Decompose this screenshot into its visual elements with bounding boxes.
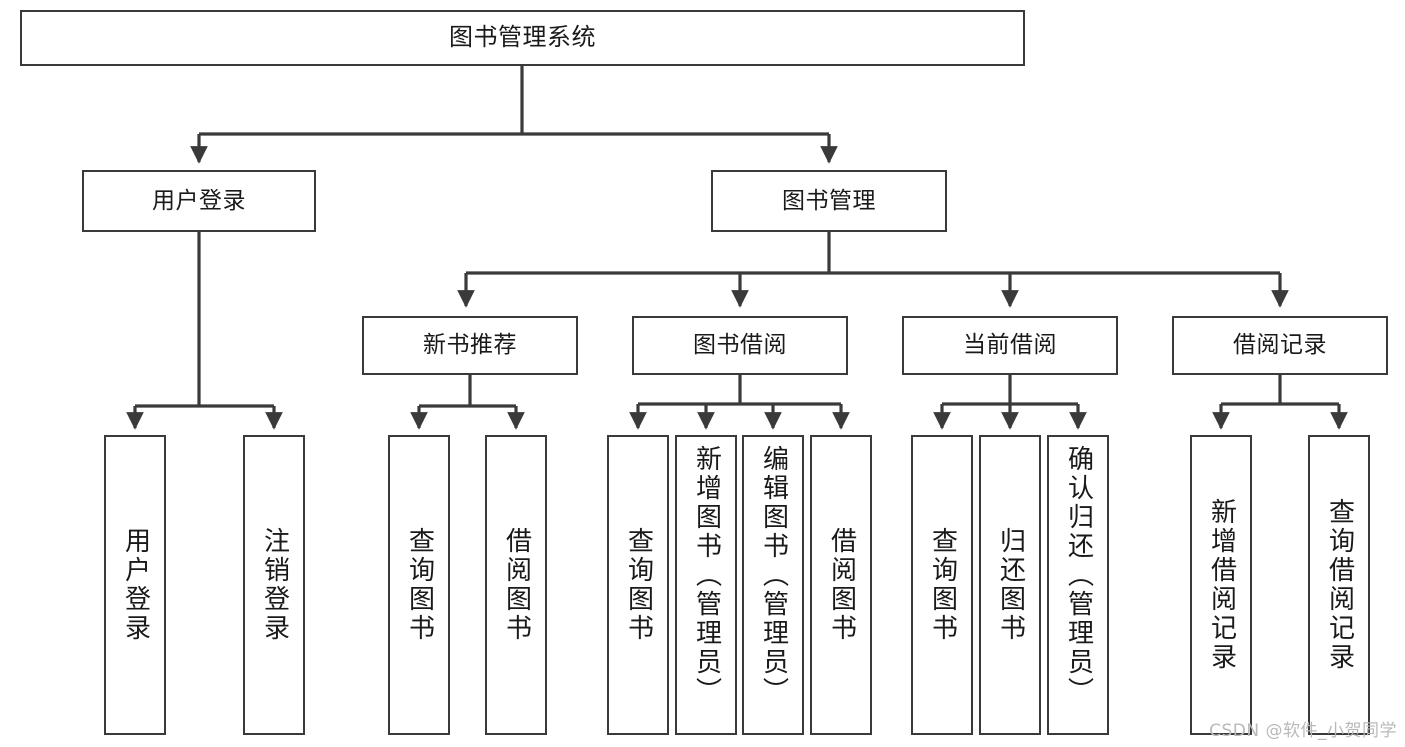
leaf-return-book[interactable]: 归还图书 (979, 435, 1041, 735)
leaf-edit-book[interactable]: 编辑图书（管理员） (742, 435, 804, 735)
leaf-confirm-return[interactable]: 确认归还（管理员） (1047, 435, 1109, 735)
node-borrow-records-label: 借阅记录 (1233, 332, 1327, 359)
node-borrow-records[interactable]: 借阅记录 (1172, 316, 1388, 375)
leaf-return-book-label: 归还图书 (995, 527, 1026, 643)
node-root-label: 图书管理系统 (449, 23, 596, 52)
node-book-management-label: 图书管理 (782, 187, 876, 214)
leaf-query-book-newbook-label: 查询图书 (404, 527, 435, 643)
leaf-add-borrow-record-label: 新增借阅记录 (1206, 498, 1237, 672)
node-current-borrow[interactable]: 当前借阅 (902, 316, 1118, 375)
leaf-query-borrow-record[interactable]: 查询借阅记录 (1308, 435, 1370, 735)
node-current-borrow-label: 当前借阅 (963, 332, 1057, 359)
leaf-borrow-book[interactable]: 借阅图书 (810, 435, 872, 735)
leaf-add-book-label: 新增图书（管理员） (691, 445, 722, 706)
leaf-logout[interactable]: 注销登录 (243, 435, 305, 735)
leaf-add-book[interactable]: 新增图书（管理员） (675, 435, 737, 735)
leaf-borrow-book-newbook-label: 借阅图书 (501, 527, 532, 643)
leaf-logout-label: 注销登录 (259, 527, 290, 643)
node-book-borrow[interactable]: 图书借阅 (632, 316, 848, 375)
leaf-confirm-return-label: 确认归还（管理员） (1063, 445, 1094, 706)
leaf-user-login[interactable]: 用户登录 (104, 435, 166, 735)
leaf-query-book-current[interactable]: 查询图书 (911, 435, 973, 735)
leaf-query-book-current-label: 查询图书 (927, 527, 958, 643)
node-user-login-label: 用户登录 (152, 187, 246, 214)
node-new-book-recommend-label: 新书推荐 (423, 332, 517, 359)
node-user-login[interactable]: 用户登录 (82, 170, 316, 232)
leaf-borrow-book-label: 借阅图书 (826, 527, 857, 643)
leaf-query-book-borrow-label: 查询图书 (623, 527, 654, 643)
node-root[interactable]: 图书管理系统 (20, 10, 1025, 66)
leaf-query-borrow-record-label: 查询借阅记录 (1324, 498, 1355, 672)
leaf-add-borrow-record[interactable]: 新增借阅记录 (1190, 435, 1252, 735)
node-book-management[interactable]: 图书管理 (711, 170, 947, 232)
node-book-borrow-label: 图书借阅 (693, 332, 787, 359)
watermark-text: CSDN @软件_小贺同学 (1209, 721, 1397, 741)
leaf-edit-book-label: 编辑图书（管理员） (758, 445, 789, 706)
leaf-query-book-borrow[interactable]: 查询图书 (607, 435, 669, 735)
leaf-user-login-label: 用户登录 (120, 527, 151, 643)
node-new-book-recommend[interactable]: 新书推荐 (362, 316, 578, 375)
leaf-borrow-book-newbook[interactable]: 借阅图书 (485, 435, 547, 735)
leaf-query-book-newbook[interactable]: 查询图书 (388, 435, 450, 735)
